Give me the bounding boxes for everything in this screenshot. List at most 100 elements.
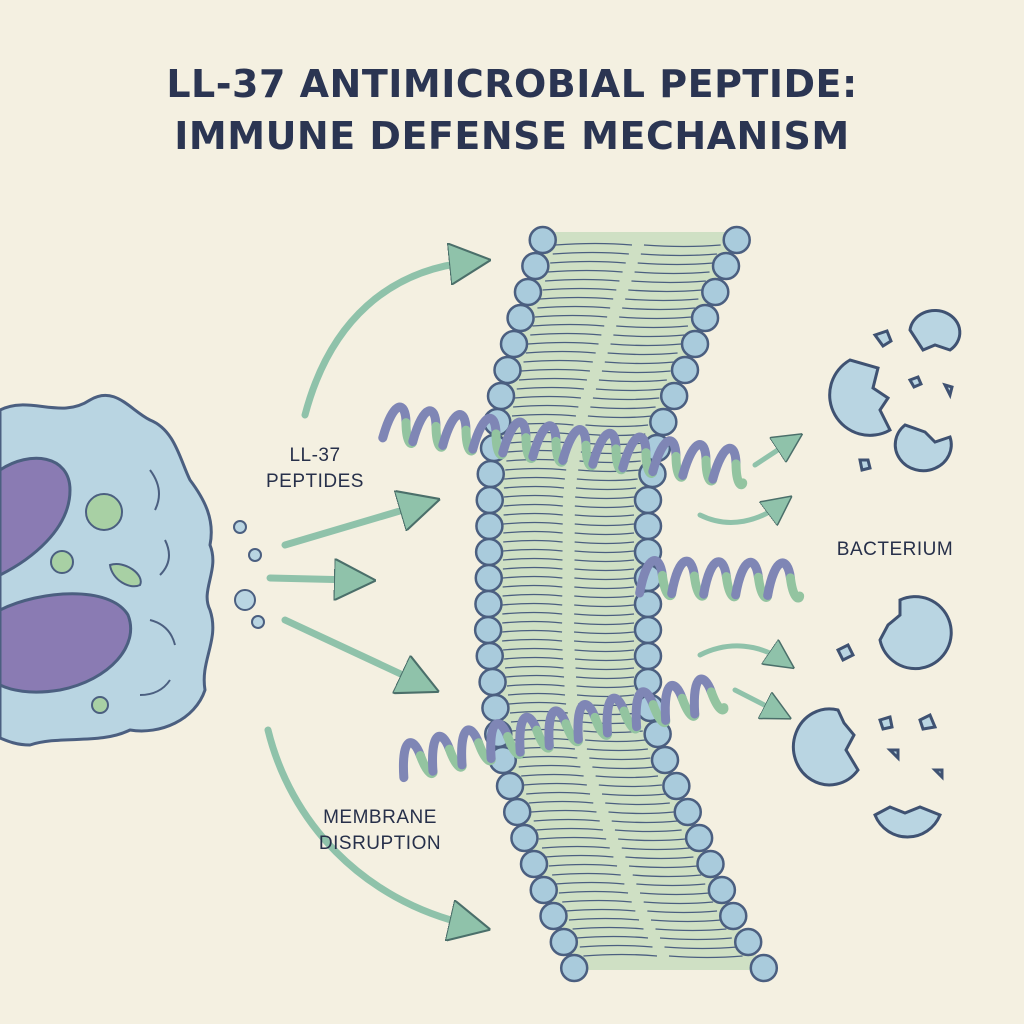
lipid-tail — [502, 638, 635, 644]
lipid-head — [749, 953, 779, 983]
arrow-icon — [266, 578, 355, 580]
arrow-icon — [301, 262, 470, 419]
membrane-label-line: MEMBRANE — [323, 807, 437, 828]
lipid-tail — [518, 764, 655, 770]
lipid-head — [733, 927, 763, 957]
lipid-head — [559, 953, 589, 983]
lipid-head — [521, 251, 550, 281]
lipid-tail — [503, 503, 635, 509]
lipid-head — [519, 849, 549, 879]
lipid-head — [475, 485, 504, 515]
immune-cell — [0, 393, 265, 747]
lipid-tail — [550, 260, 714, 266]
membrane-disruption-label: MEMBRANE DISRUPTION — [300, 805, 460, 857]
lipid-tail — [548, 863, 698, 869]
lipid-head — [510, 823, 539, 853]
lipid-head — [502, 797, 532, 827]
lipid-tail — [503, 494, 635, 500]
lipid-tail — [511, 413, 652, 419]
lipid-tail — [503, 521, 635, 527]
lipid-head — [662, 771, 691, 801]
lipid-head — [649, 407, 678, 437]
lipid-tail — [503, 548, 635, 554]
lipid-tail — [504, 665, 635, 671]
lipid-tail — [533, 818, 678, 824]
lipid-head — [684, 823, 714, 853]
lipid-tail — [514, 395, 660, 401]
ll37-helix — [398, 674, 729, 783]
bacterium-label: BACTERIUM — [836, 539, 954, 560]
peptides-label: LL-37 PEPTIDES — [250, 443, 380, 495]
lipid-tail — [504, 656, 635, 662]
lipid-tail — [505, 674, 635, 680]
nucleus-lobe — [0, 456, 72, 577]
lipid-tail — [504, 476, 638, 482]
lipid-head — [499, 329, 529, 359]
lipid-head — [475, 641, 504, 671]
lipid-head — [474, 589, 503, 619]
membrane-core — [488, 232, 765, 970]
lipid-tail — [539, 296, 699, 302]
lipid-tail — [513, 404, 656, 410]
lipid-tail — [545, 854, 694, 860]
lipid-tail — [558, 890, 710, 896]
lipid-head — [673, 797, 702, 827]
ll37-helices — [378, 402, 805, 783]
lipid-head — [711, 251, 741, 281]
lipid-head — [696, 849, 725, 879]
lipid-tail — [503, 647, 635, 653]
lipid-head — [701, 277, 730, 307]
lipid-tail — [579, 944, 738, 950]
lipid-tail — [502, 575, 635, 581]
lipid-tail — [502, 611, 635, 617]
lipid-tail — [503, 539, 635, 545]
lipid-tail — [555, 881, 706, 887]
lipid-tail — [507, 692, 635, 698]
lipid-head — [539, 901, 568, 931]
lipid-head — [633, 485, 663, 515]
lipid-tail — [502, 557, 635, 563]
lipid-tail — [521, 368, 671, 374]
lipid-tail — [502, 566, 635, 572]
lipid-head — [633, 641, 663, 671]
arrow-icon — [281, 505, 420, 549]
lipid-tail — [547, 269, 710, 275]
lipid-head — [680, 329, 710, 359]
lipid-head — [476, 459, 505, 489]
lipid-head — [722, 225, 751, 255]
lipid-head — [513, 277, 543, 307]
lipid-tail — [545, 278, 706, 284]
arrow-icon — [264, 726, 470, 925]
lipid-tail — [506, 683, 635, 689]
arrow-icon — [732, 687, 778, 712]
peptides-label-line: LL-37 — [289, 445, 341, 466]
lipid-tail — [583, 953, 743, 959]
lipid-tail — [503, 512, 635, 518]
lipid-head — [528, 225, 557, 255]
lipid-head — [633, 511, 663, 541]
lipid-tail — [542, 287, 703, 293]
lipid-tail — [502, 584, 635, 590]
lipid-tail — [537, 305, 695, 311]
lipid-head — [493, 355, 522, 385]
lipid-tail — [502, 602, 635, 608]
title-line-2: IMMUNE DEFENSE MECHANISM — [174, 114, 850, 158]
lipid-head — [478, 667, 507, 697]
ll37-helix — [635, 556, 805, 603]
lipid-tail — [502, 629, 635, 635]
lipid-head — [481, 693, 510, 723]
lipid-head — [474, 563, 504, 593]
lipid-tail — [572, 926, 727, 932]
lipid-tail — [525, 350, 678, 356]
lipid-head — [506, 303, 535, 333]
title-line-1: LL-37 ANTIMICROBIAL PEPTIDE: — [166, 62, 858, 106]
arrow-icon — [281, 616, 420, 683]
lipid-tail — [505, 467, 640, 473]
granule — [85, 493, 123, 531]
lipid-tail — [568, 917, 722, 923]
ll37-helix — [378, 402, 748, 490]
arrows — [264, 262, 790, 925]
lipid-tail — [565, 908, 718, 914]
